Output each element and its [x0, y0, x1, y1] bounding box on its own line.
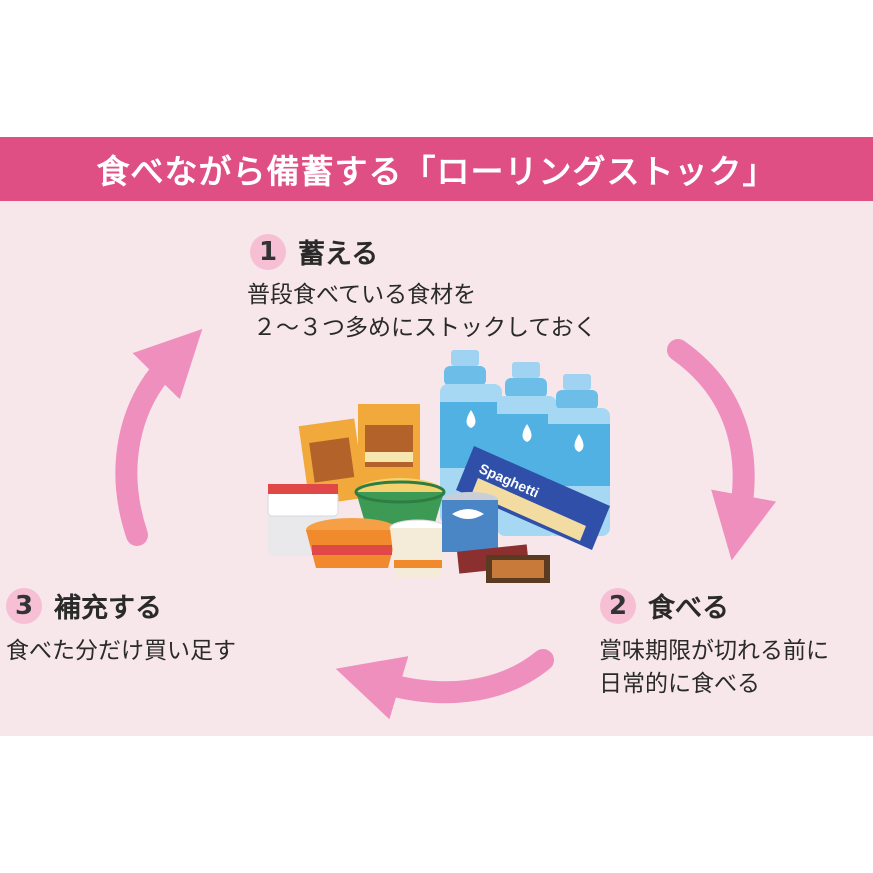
stockpile-illustration: Spaghetti — [267, 350, 610, 583]
rice-pack-icon — [389, 519, 447, 578]
step-title: 補充する — [54, 593, 162, 624]
arrow-to-step1 — [115, 328, 203, 546]
step-description-line: ２〜３つ多めにストックしておく — [253, 315, 597, 341]
step-number-badge: 1 — [250, 233, 286, 270]
arrow-to-step2 — [667, 339, 777, 561]
step-title: 蓄える — [298, 239, 379, 270]
step-number-badge: 2 — [600, 587, 636, 624]
step-description-line: 賞味期限が切れる前に — [599, 638, 829, 664]
step-description: 賞味期限が切れる前に 日常的に食べる — [599, 635, 829, 701]
step-title: 食べる — [648, 593, 729, 624]
diagram-background — [0, 137, 873, 736]
step-description-line: 普段食べている食材を — [247, 282, 477, 308]
retort-pouch-icon — [298, 404, 420, 506]
canned-fish-icon — [442, 492, 498, 552]
step-1: 1 蓄える 普段食べている食材を ２〜３つ多めにストックしておく — [247, 232, 597, 345]
arrow-to-step3 — [335, 649, 554, 720]
step-description: 普段食べている食材を ２〜３つ多めにストックしておく — [247, 279, 597, 345]
title-banner: 食べながら備蓄する「ローリングストック」 — [0, 137, 873, 201]
step-description-line: 日常的に食べる — [599, 671, 760, 697]
step-description: 食べた分だけ買い足す — [6, 635, 236, 668]
step-description-line: 食べた分だけ買い足す — [6, 638, 236, 664]
step-3: 3 補充する 食べた分だけ買い足す — [6, 586, 236, 668]
retort-curry-icon — [457, 544, 550, 583]
noodle-bowl-icon — [354, 478, 446, 526]
cup-noodle-icon — [306, 518, 398, 568]
page-title: 食べながら備蓄する「ローリングストック」 — [96, 152, 777, 191]
step-2: 2 食べる 賞味期限が切れる前に 日常的に食べる — [599, 586, 829, 701]
step-number-badge: 3 — [6, 587, 42, 624]
